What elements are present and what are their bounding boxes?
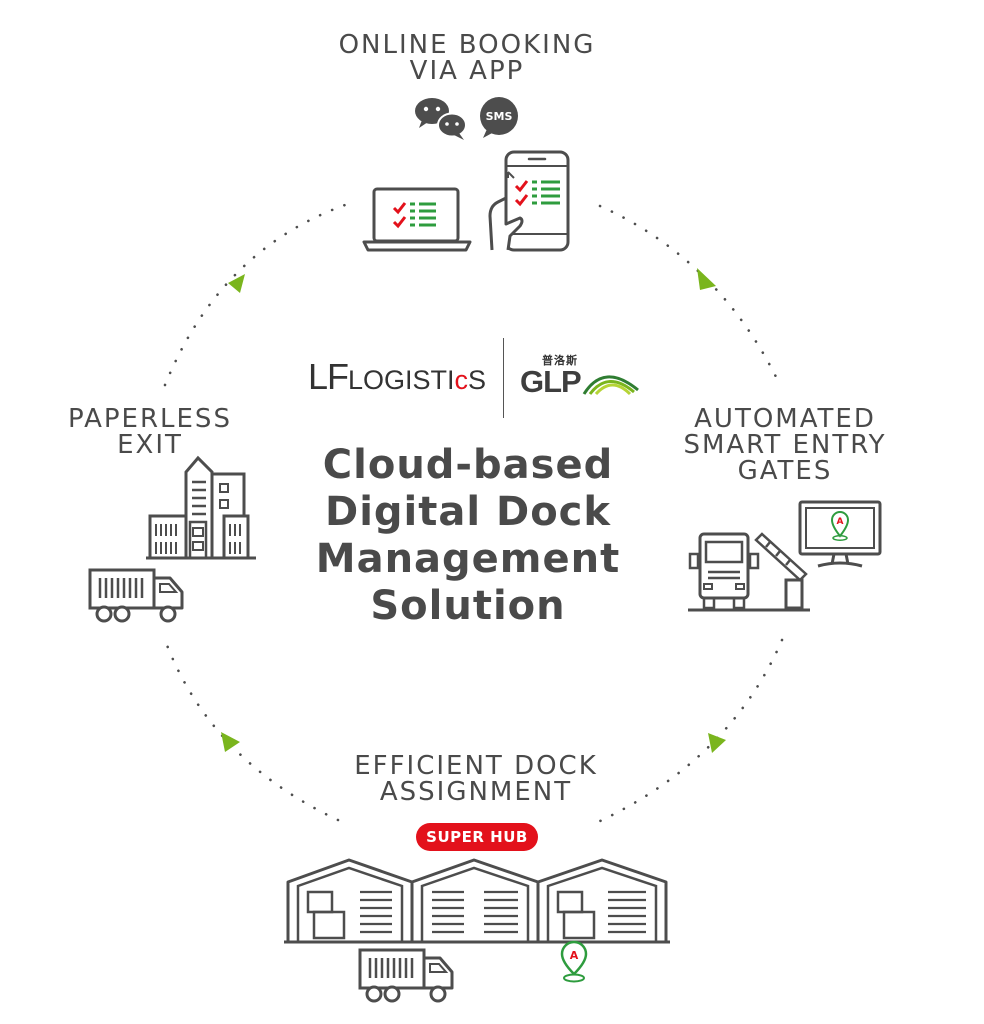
truck-gate-icon [688, 532, 810, 612]
monitor-pin-icon: A [798, 500, 882, 568]
step-title-smart-entry-gates: AUTOMATED SMART ENTRY GATES [683, 404, 887, 486]
glp-chinese-name: 普洛斯 [542, 354, 578, 367]
step-title-paperless-exit: PAPERLESS EXIT [68, 404, 232, 460]
glp-logo-text: GLP [520, 364, 582, 399]
svg-text:A: A [570, 949, 579, 962]
ring-segment-top-right [598, 204, 782, 387]
truck-icon [358, 948, 454, 1003]
sms-icon: SMS [480, 97, 518, 138]
sms-icon-label: SMS [486, 110, 513, 123]
logo-divider [503, 338, 504, 418]
wechat-icon [415, 98, 467, 140]
arrow-top-right [697, 268, 716, 290]
city-buildings-icon [146, 455, 256, 560]
arrow-bottom-right [708, 733, 726, 753]
svg-text:A: A [837, 517, 844, 527]
ring-segment-bottom-left [163, 638, 340, 822]
arrow-bottom-left [221, 732, 240, 752]
laptop-checklist-icon [362, 187, 472, 252]
truck-icon [88, 568, 184, 623]
map-pin-icon: A [560, 940, 588, 983]
step-title-online-booking: ONLINE BOOKING VIA APP [338, 30, 596, 86]
glp-swoosh-icon [582, 375, 639, 396]
phone-checklist-icon [488, 150, 570, 252]
solution-title: Cloud-based Digital Dock Management Solu… [315, 442, 621, 629]
super-hub-badge: SUPER HUB [416, 823, 538, 851]
step-title-dock-assignment: EFFICIENT DOCK ASSIGNMENT [354, 751, 598, 807]
arrow-top-left [228, 274, 245, 293]
warehouse-icon [284, 858, 670, 944]
lf-logistics-logo: LFLOGISTIcS [308, 356, 487, 397]
